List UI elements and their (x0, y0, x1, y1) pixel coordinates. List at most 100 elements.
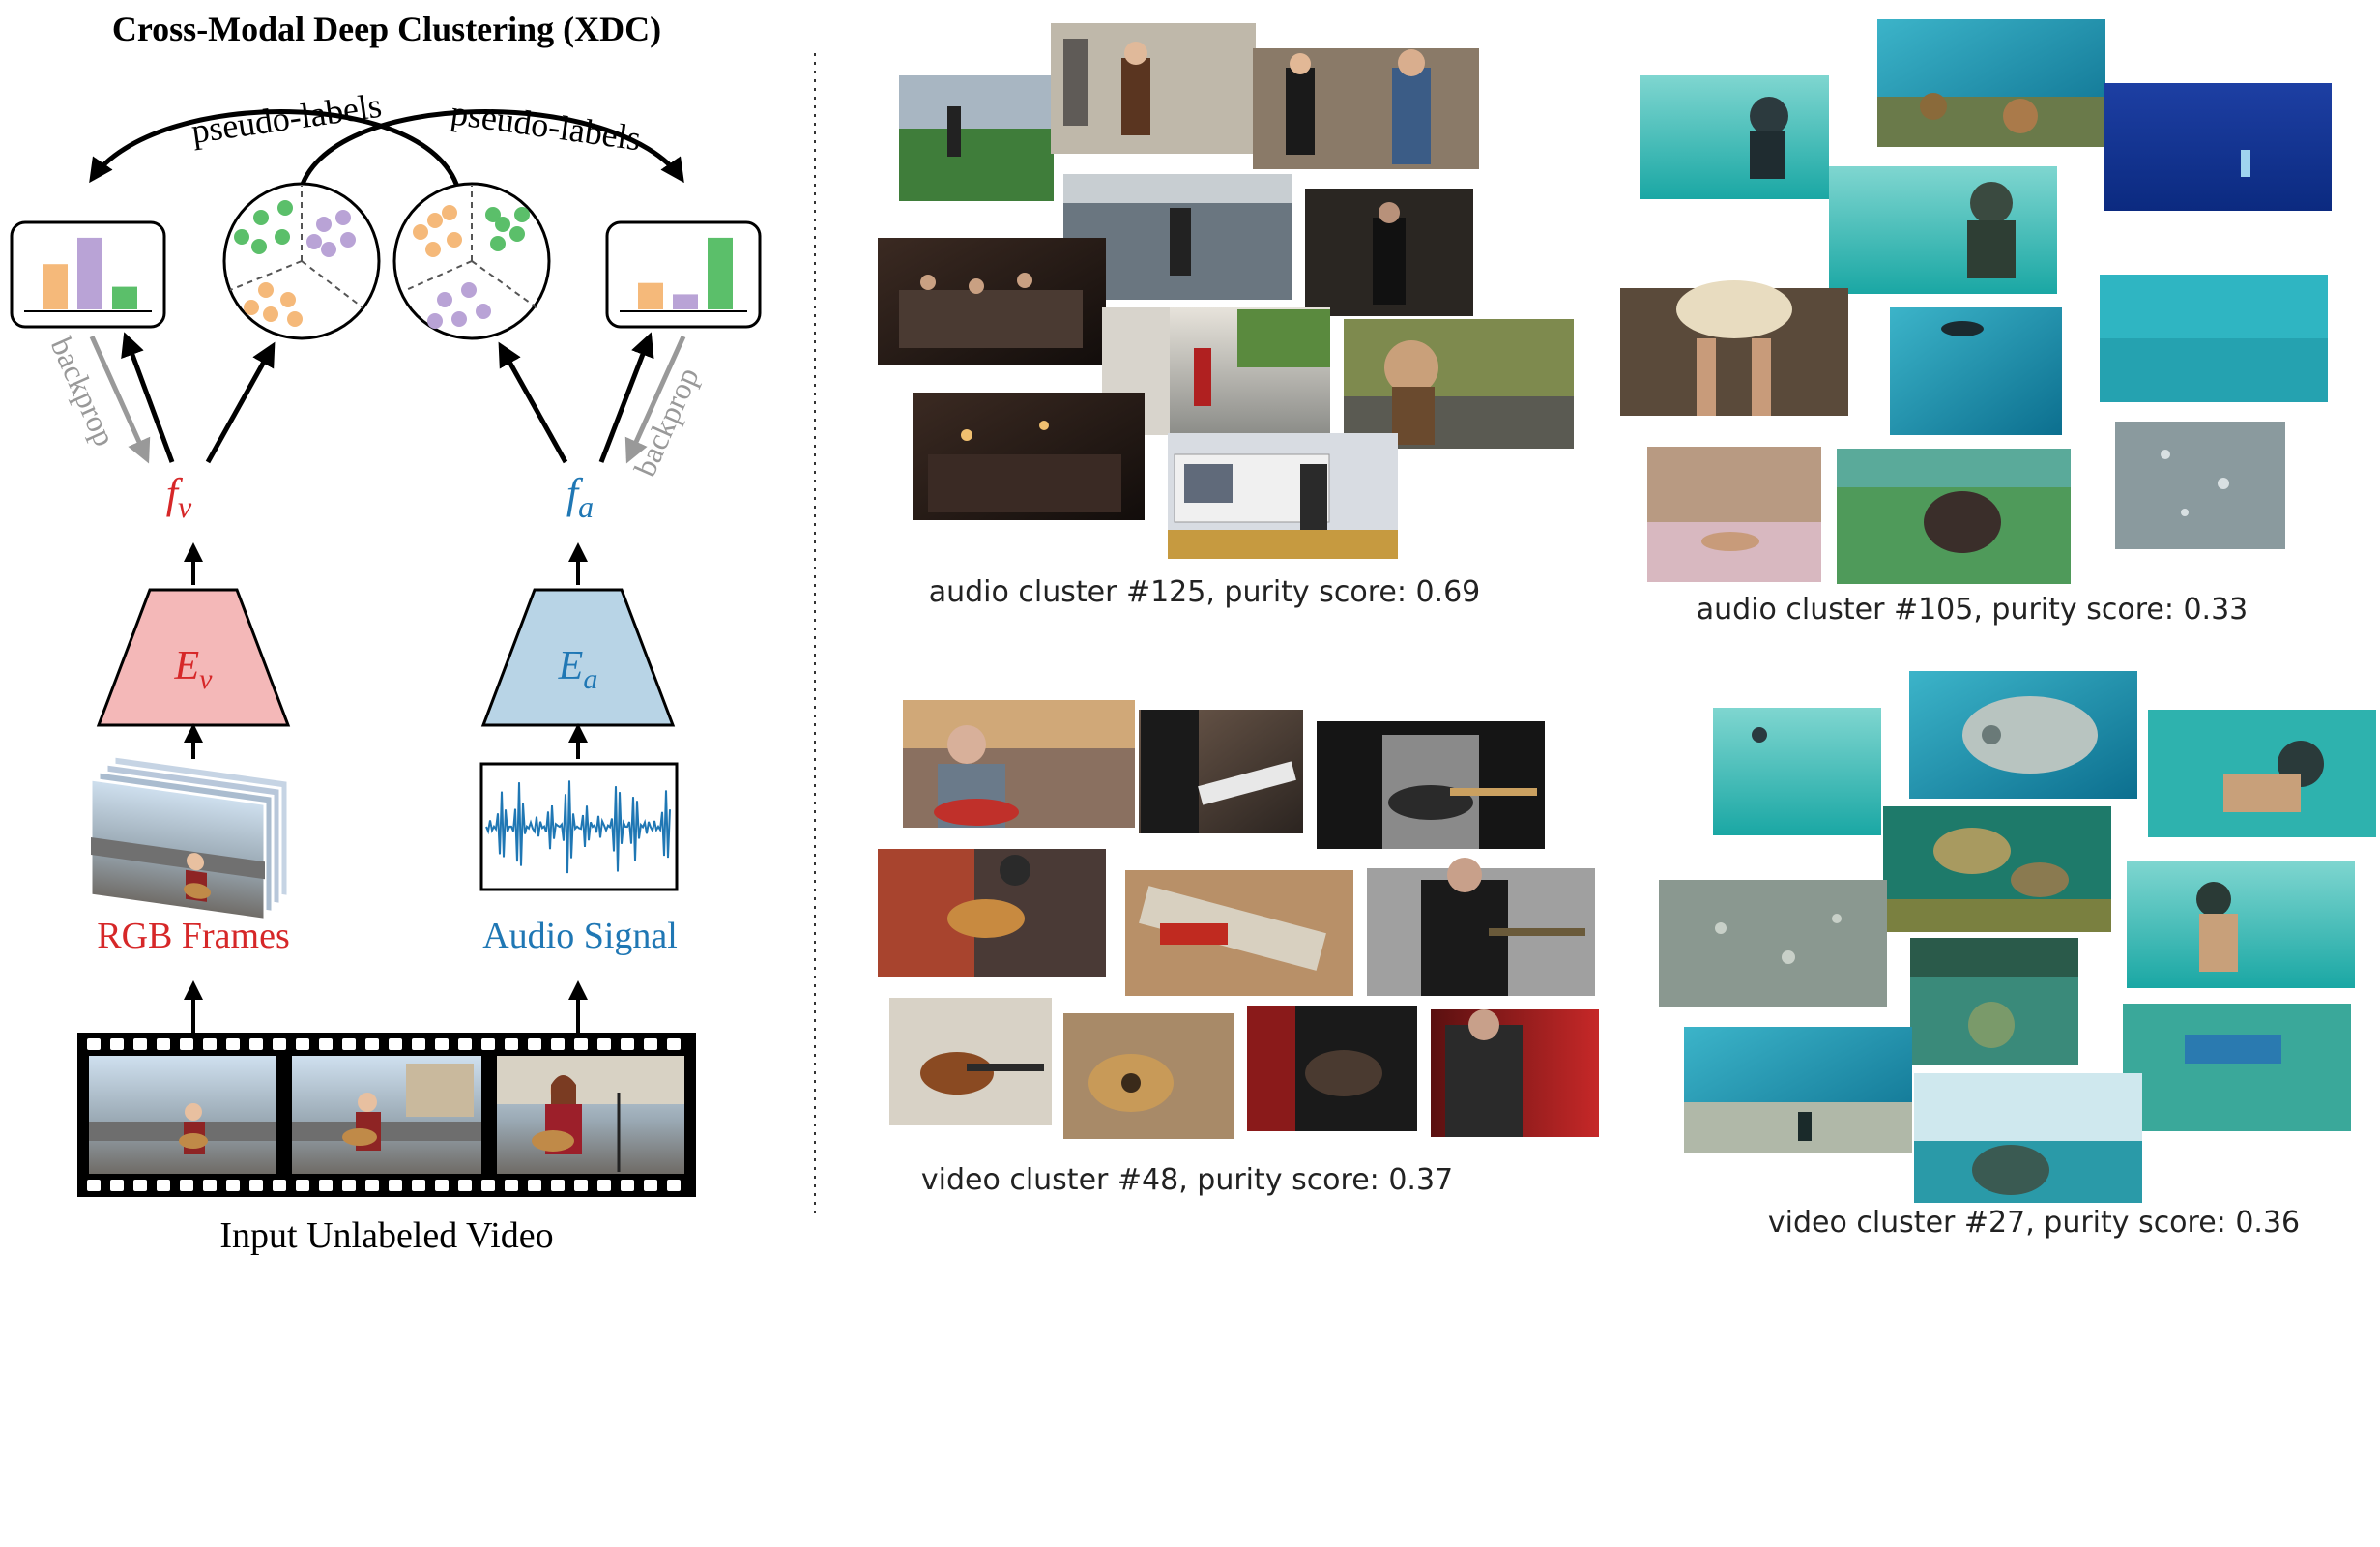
backprop-arrow-right (624, 335, 686, 464)
cluster-thumbnail (1063, 1013, 1234, 1139)
cluster-thumbnail (1877, 19, 2105, 147)
cluster-thumbnail (1139, 710, 1303, 833)
film-sprocket (458, 1038, 472, 1050)
cluster-thumbnail (2104, 83, 2332, 211)
film-sprocket (319, 1180, 333, 1191)
film-sprocket (342, 1180, 356, 1191)
film-sprocket (644, 1038, 657, 1050)
cluster-thumbnail (903, 700, 1135, 828)
backprop-left-label: backprop (44, 332, 123, 451)
film-sprocket (574, 1180, 588, 1191)
film-sprocket (621, 1038, 634, 1050)
cluster-thumbnail (1837, 449, 2071, 584)
film-sprocket (597, 1038, 611, 1050)
cluster-caption: audio cluster #125, purity score: 0.69 (929, 575, 1481, 609)
input-video-label: Input Unlabeled Video (219, 1215, 553, 1256)
film-sprocket (365, 1038, 379, 1050)
histogram-bar (112, 286, 137, 309)
cluster-thumbnail (2123, 1004, 2351, 1131)
cluster-thumbnail (878, 849, 1106, 977)
cluster-thumbnail (1829, 166, 2057, 294)
film-sprocket (505, 1180, 518, 1191)
audio-histogram (638, 237, 733, 309)
cluster-thumbnail (1620, 280, 1848, 416)
audio-encoder (480, 588, 676, 727)
cluster-point (263, 306, 278, 322)
cluster-point (427, 213, 443, 228)
arrow-fa-to-hist (598, 332, 654, 463)
film-sprocket (551, 1180, 565, 1191)
cluster-point (425, 242, 441, 257)
film-sprocket (249, 1038, 263, 1050)
cluster-caption: audio cluster #105, purity score: 0.33 (1697, 593, 2249, 627)
cluster-thumbnail (2115, 422, 2285, 549)
film-sprocket (226, 1180, 240, 1191)
cluster-thumbnail (1910, 938, 2078, 1065)
video-histogram-box (10, 220, 166, 329)
audio-waveform-box (479, 762, 679, 891)
cluster-thumbnail (1659, 880, 1887, 1007)
arrow-fv-to-hist (121, 332, 175, 463)
cluster-thumbnail (1063, 174, 1292, 300)
cluster-point (253, 210, 269, 225)
video-encoder-label: Ev (174, 644, 214, 695)
cluster-thumbnail (1713, 708, 1881, 835)
histogram-bar (638, 282, 663, 309)
film-sprocket (180, 1180, 193, 1191)
diagram-title: Cross-Modal Deep Clustering (XDC) (112, 10, 661, 48)
film-frame-2 (292, 1056, 481, 1174)
cluster-point (451, 311, 467, 327)
cluster-thumbnail (899, 75, 1054, 201)
audio-encoder-label: Ea (558, 644, 598, 695)
film-sprocket (597, 1180, 611, 1191)
cluster-point (287, 311, 303, 327)
cluster-thumbnail (1253, 48, 1479, 169)
cluster-thumbnail (2148, 710, 2376, 837)
film-sprocket (644, 1180, 657, 1191)
cluster-point (251, 239, 267, 254)
cluster-point (275, 229, 290, 245)
film-sprocket (528, 1180, 541, 1191)
film-sprocket (528, 1038, 541, 1050)
rgb-frames-label: RGB Frames (97, 916, 290, 956)
cluster-point (244, 300, 259, 315)
cluster-caption: video cluster #27, purity score: 0.36 (1768, 1206, 2300, 1240)
film-sprocket (365, 1180, 379, 1191)
cluster-thumbnail (1890, 307, 2062, 435)
cluster-thumbnail (1317, 721, 1545, 849)
film-frame-3 (497, 1056, 684, 1174)
cluster-point (447, 232, 462, 248)
cluster-point (509, 226, 525, 242)
arrow-fa-to-circle (498, 341, 568, 464)
cluster-thumbnail (1914, 1073, 2142, 1203)
video-histogram (43, 237, 137, 309)
cluster-point (277, 200, 293, 216)
video-encoder (96, 588, 291, 727)
cluster-thumbnail (1247, 1006, 1417, 1131)
film-sprocket (412, 1038, 425, 1050)
backprop-right-label: backprop (627, 362, 706, 481)
cluster-thumbnail (1883, 806, 2111, 932)
audio-signal-label: Audio Signal (482, 916, 678, 956)
cluster-thumbnail (1168, 433, 1398, 559)
histogram-bar (43, 264, 68, 309)
cluster-point (321, 242, 336, 257)
film-sprocket (389, 1038, 402, 1050)
cluster-thumbnail (1684, 1027, 1912, 1153)
feature-audio-label: fa (566, 470, 594, 524)
cluster-thumbnail (913, 393, 1145, 520)
film-sprocket (203, 1180, 217, 1191)
film-sprocket (157, 1038, 170, 1050)
film-sprocket (110, 1038, 124, 1050)
film-sprocket (574, 1038, 588, 1050)
film-sprocket (435, 1180, 449, 1191)
cluster-point (258, 282, 274, 298)
feature-video-label: fv (166, 470, 192, 524)
audio-histogram-box (605, 220, 762, 329)
video-cluster-circle (222, 182, 381, 340)
film-sprocket (133, 1180, 147, 1191)
cluster-point (476, 304, 491, 319)
audio-waveform (485, 780, 671, 874)
film-sprocket (203, 1038, 217, 1050)
